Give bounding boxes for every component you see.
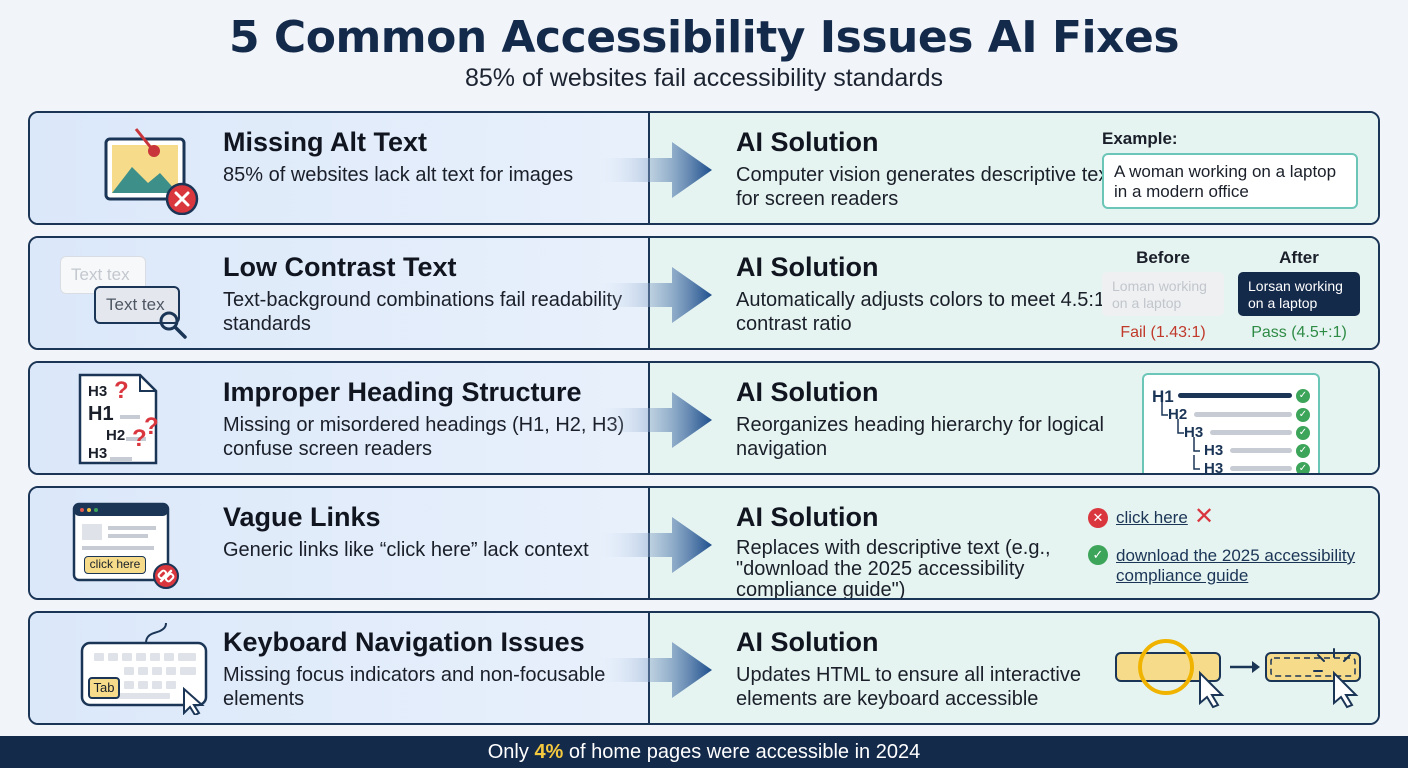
issue-row-alt-text: Missing Alt Text 85% of websites lack al… [28, 111, 1380, 225]
issue-row-vague-links: click here Vague Links Generic links lik… [28, 486, 1380, 600]
heading-h3: H3 [1204, 460, 1224, 475]
check-icon: ✓ [1088, 545, 1108, 565]
solution-title: AI Solution [736, 127, 879, 157]
after-sample: Lorsan working on a laptop [1238, 272, 1360, 316]
solution-description: Automatically adjusts colors to meet 4.5… [736, 289, 1106, 335]
issue-description: Generic links like “click here” lack con… [223, 539, 589, 561]
issue-panel: H3 H1 H2 H3 ? ? ? Improper Heading Struc… [30, 363, 648, 473]
heading-h3: H3 [1204, 442, 1224, 459]
heading-h1: H1 [1152, 387, 1174, 406]
solution-title: AI Solution [736, 627, 879, 657]
error-icon: ✕ [1088, 508, 1108, 528]
heading-bar [1194, 412, 1292, 417]
page-subtitle: 85% of websites fail accessibility stand… [464, 64, 943, 92]
solution-panel: AI Solution Replaces with descriptive te… [648, 488, 1378, 598]
after-label: After [1279, 248, 1319, 267]
issue-title: Missing Alt Text [223, 127, 428, 157]
cross-icon: ✕ [1194, 503, 1215, 530]
issue-title: Vague Links [223, 502, 381, 532]
issue-panel: Tab Keyboard Navigation Issues Missing f… [30, 613, 648, 723]
arrow-right-icon [600, 142, 712, 198]
focus-indicator-illustration [1115, 639, 1361, 709]
check-icon: ✓ [1296, 444, 1310, 458]
heading-label: H2 [106, 427, 126, 444]
footer-prefix: Only [487, 741, 535, 763]
footer-highlight: 4% [534, 741, 564, 763]
solution-panel: AI Solution Automatically adjusts colors… [648, 238, 1378, 348]
issue-description: Missing focus indicators and non-focusab… [223, 664, 606, 710]
check-icon: ✓ [1296, 462, 1310, 473]
low-contrast-text-icon: Text tex Text tex [58, 248, 208, 340]
solution-description: Reorganizes heading hierarchy for logica… [736, 414, 1104, 460]
footer-suffix: of home pages were accessible in 2024 [563, 741, 921, 763]
issue-title: Low Contrast Text [223, 252, 457, 282]
issue-panel: click here Vague Links Generic links lik… [30, 488, 648, 598]
page-title: 5 Common Accessibility Issues AI Fixes [228, 12, 1180, 63]
heading-h2: H2 [1168, 406, 1188, 423]
bad-link[interactable]: click here [1116, 508, 1188, 527]
before-sample: Loman working on a laptop [1102, 272, 1224, 316]
heading-label: H3 [88, 445, 108, 462]
before-result: Fail (1.43:1) [1120, 324, 1206, 341]
check-icon: ✓ [1296, 389, 1310, 403]
keyboard-icon: Tab [70, 623, 220, 715]
check-icon: ✓ [1296, 426, 1310, 440]
heading-label: H3 [88, 383, 108, 400]
heading-label: H1 [88, 403, 114, 425]
tab-key: Tab [88, 677, 120, 699]
arrow-right-icon [600, 267, 712, 323]
document-headings-icon: H3 H1 H2 H3 ? ? ? [70, 373, 220, 465]
heading-bar [1178, 393, 1292, 398]
example-alt-text-box: A woman working on a laptop in a modern … [1102, 153, 1358, 209]
question-mark-icon: ? [144, 413, 159, 440]
issue-title: Keyboard Navigation Issues [223, 627, 585, 657]
before-label: Before [1136, 248, 1190, 267]
check-icon: ✓ [1296, 408, 1310, 422]
issue-panel: Text tex Text tex Low Contrast Text Text… [30, 238, 648, 348]
question-mark-icon: ? [132, 425, 147, 452]
issue-description: Missing or misordered headings (H1, H2, … [223, 414, 625, 460]
heading-h3: H3 [1184, 424, 1204, 441]
magnifier-icon [159, 311, 187, 339]
heading-bar [1230, 448, 1292, 453]
solution-title: AI Solution [736, 252, 879, 282]
broken-image-icon [70, 123, 220, 216]
solution-panel: AI Solution Computer vision generates de… [648, 113, 1378, 223]
solution-description: Updates HTML to ensure all interactive e… [736, 664, 1081, 710]
issue-row-heading-structure: H3 H1 H2 H3 ? ? ? Improper Heading Struc… [28, 361, 1380, 475]
good-link[interactable]: download the 2025 accessibility complian… [1116, 546, 1356, 585]
solution-description: Replaces with descriptive text (e.g., "d… [736, 537, 1051, 600]
question-mark-icon: ? [114, 377, 129, 404]
solution-panel: AI Solution Updates HTML to ensure all i… [648, 613, 1378, 723]
arrow-right-icon [600, 642, 712, 698]
browser-link-icon: click here [70, 498, 220, 590]
after-result: Pass (4.5+:1) [1251, 324, 1347, 341]
arrow-right-icon [600, 392, 712, 448]
issue-description: Text-background combinations fail readab… [223, 289, 623, 335]
issue-row-keyboard-navigation: Tab Keyboard Navigation Issues Missing f… [28, 611, 1380, 725]
issue-title: Improper Heading Structure [223, 377, 582, 407]
solution-panel: AI Solution Reorganizes heading hierarch… [648, 363, 1378, 473]
example-label: Example: [1102, 129, 1178, 148]
solution-title: AI Solution [736, 502, 879, 532]
dim-text-box: Text tex [94, 286, 180, 324]
heading-bar [1210, 430, 1292, 435]
issue-description: 85% of websites lack alt text for images [223, 164, 574, 186]
heading-bar [1230, 466, 1292, 471]
issue-panel: Missing Alt Text 85% of websites lack al… [30, 113, 648, 223]
heading-tree-card: H1 ✓ H2 ✓ H3 ✓ H3 ✓ H3 ✓ [1142, 373, 1320, 475]
click-here-button-sample: click here [84, 556, 146, 574]
solution-title: AI Solution [736, 377, 879, 407]
footer-banner: Only 4% of home pages were accessible in… [0, 736, 1408, 768]
solution-description: Computer vision generates descriptive te… [736, 164, 1114, 210]
issue-row-low-contrast: Text tex Text tex Low Contrast Text Text… [28, 236, 1380, 350]
arrow-right-icon [600, 517, 712, 573]
